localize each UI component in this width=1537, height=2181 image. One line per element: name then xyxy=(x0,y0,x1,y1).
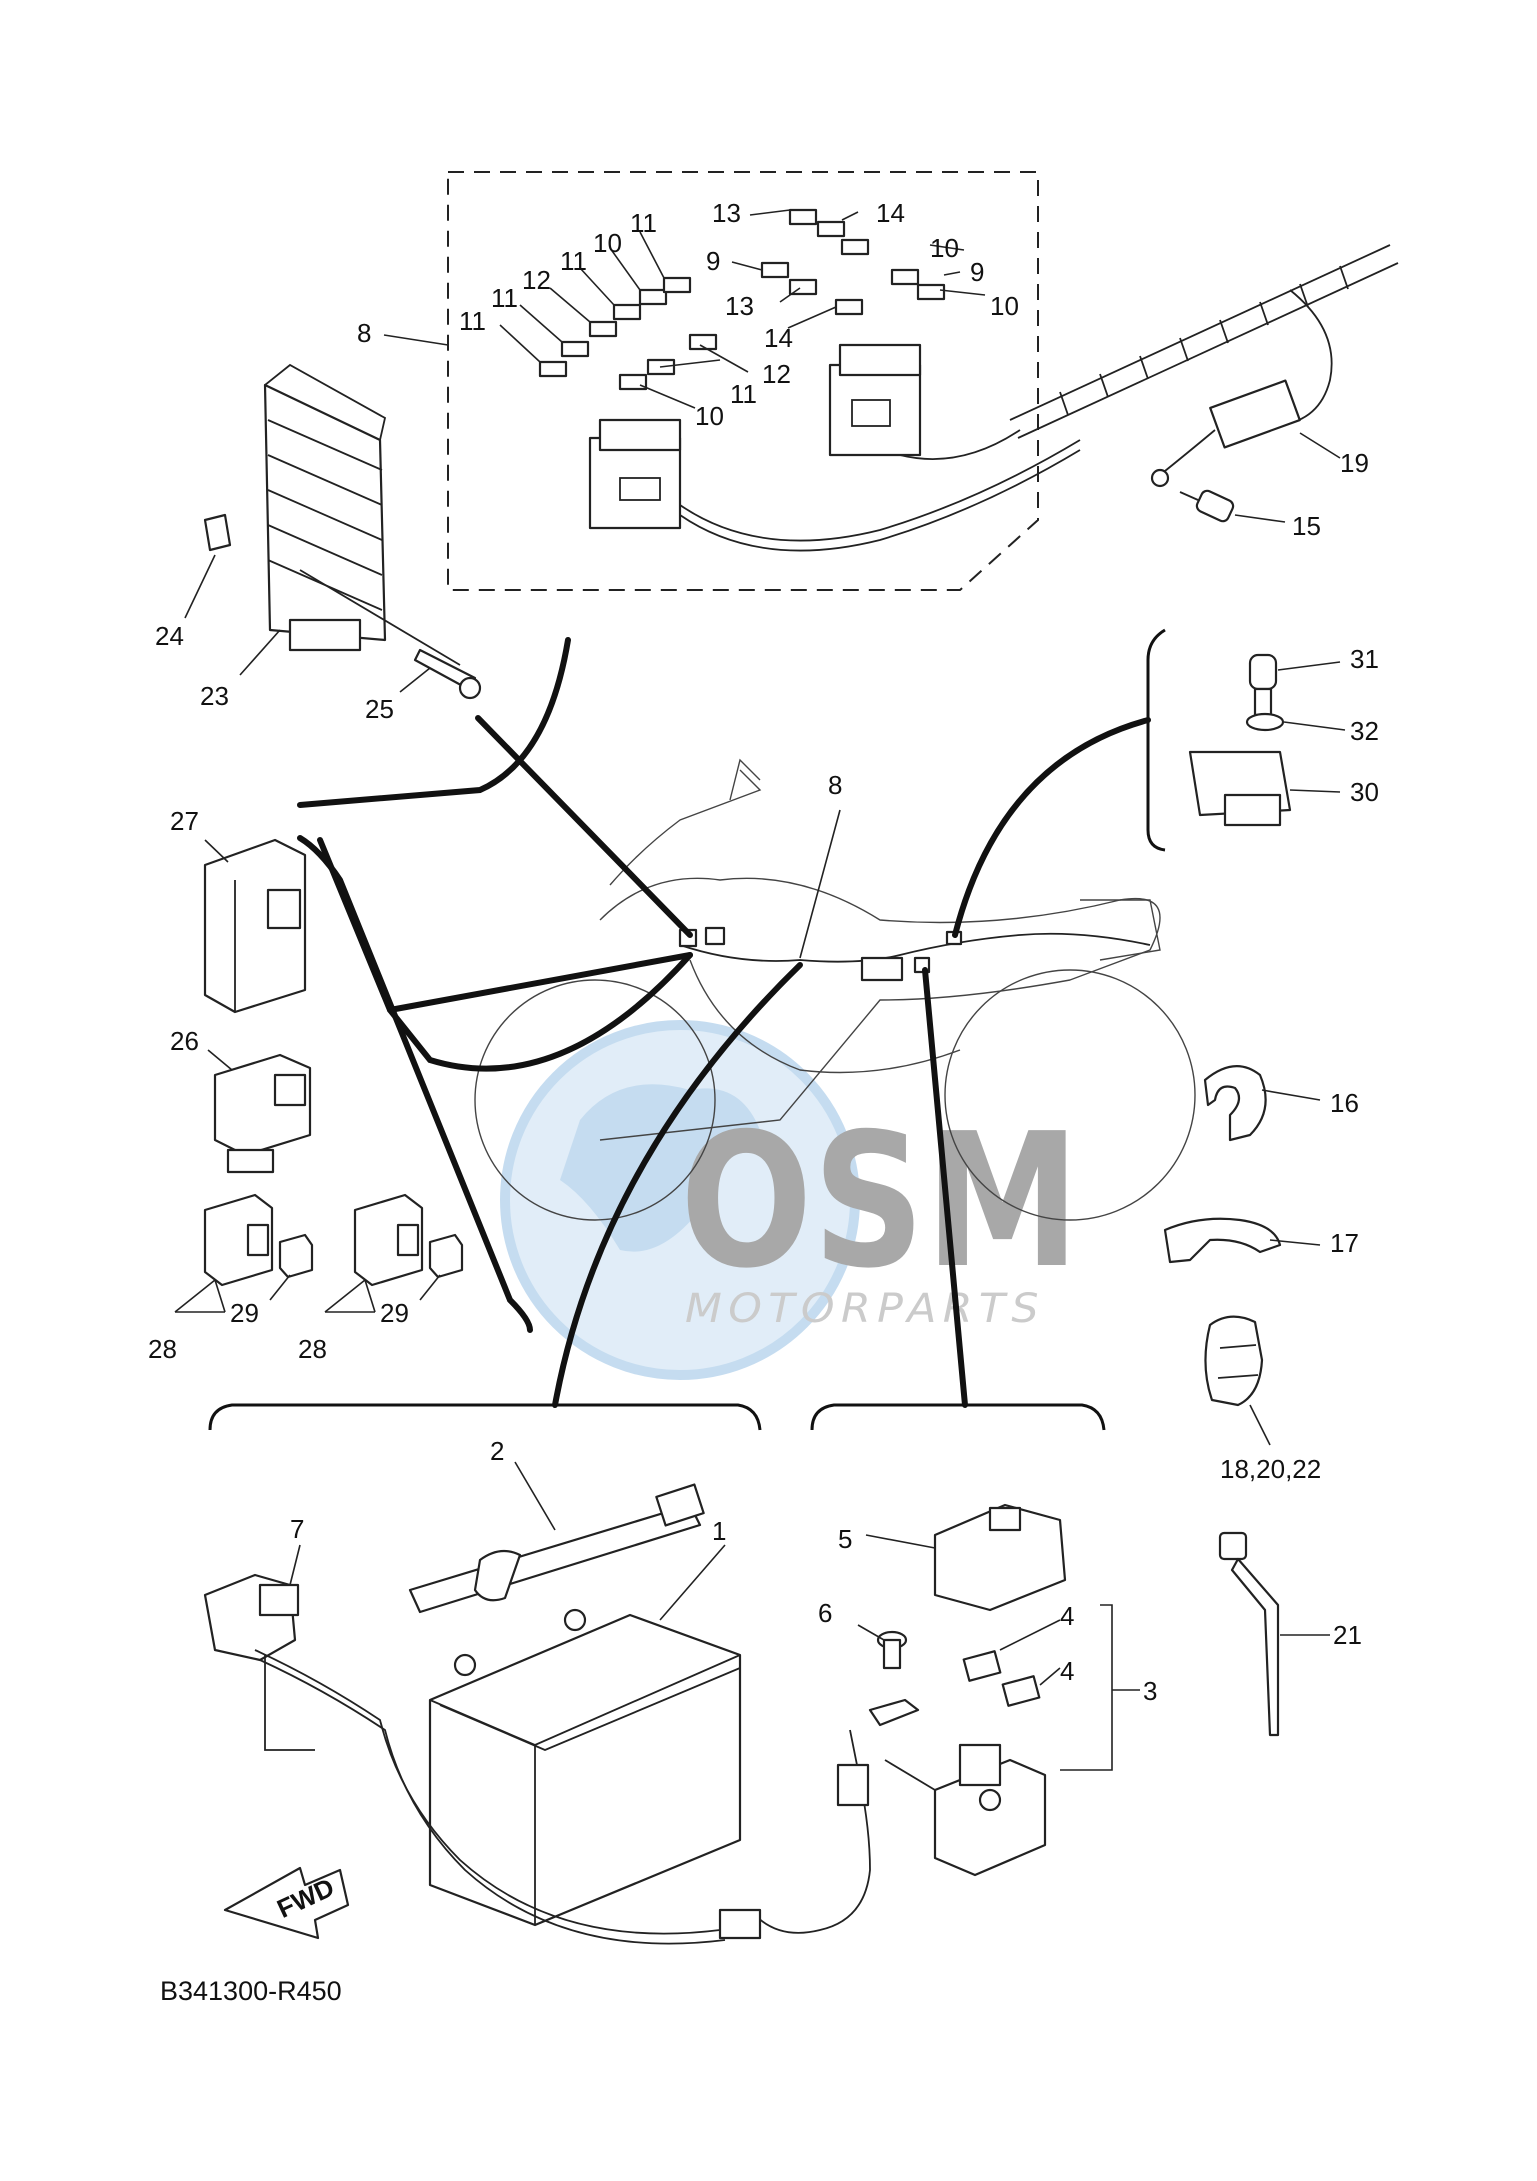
callout-4: 4 xyxy=(1060,1601,1074,1631)
callout-10: 10 xyxy=(695,401,724,431)
callout-19: 19 xyxy=(1340,448,1369,478)
watermark-brand: OSM xyxy=(680,1093,1080,1309)
part-26-relay: 26 xyxy=(170,1026,312,1174)
fuse-box-wire xyxy=(679,439,1081,542)
callout-14: 14 xyxy=(764,323,793,353)
callout-11: 11 xyxy=(459,306,486,336)
spiral-harness xyxy=(1009,244,1391,421)
callout-32: 32 xyxy=(1350,716,1379,746)
osm-motorparts-watermark: OSM MOTORPARTS xyxy=(500,1020,1080,1380)
watermark-globe-landmass xyxy=(560,1084,760,1252)
callout-21: 21 xyxy=(1333,1620,1362,1650)
part-6-bolt: 6 xyxy=(718,1598,920,1940)
callout-11: 11 xyxy=(560,246,587,276)
part-30-sensor: 30 xyxy=(1188,750,1379,827)
part-24-clip: 24 xyxy=(155,513,232,651)
callout-2: 2 xyxy=(490,1436,504,1466)
fwd-arrow: FWD xyxy=(223,1866,350,1940)
callout-28: 28 xyxy=(148,1334,177,1364)
fuse-box-assembly-group: 8 11 11 12 11 10 11 13 14 10 9 9 13 10 1… xyxy=(357,171,1399,591)
part-2-battery-band: 2 xyxy=(408,1436,705,1614)
callout-23: 23 xyxy=(200,681,229,711)
callout-5: 5 xyxy=(838,1524,852,1554)
callout-3: 3 xyxy=(1143,1676,1157,1706)
fuse-box-right xyxy=(828,343,922,457)
callout-4: 4 xyxy=(1060,1656,1074,1686)
part-15-screw: 15 xyxy=(1179,489,1321,541)
callout-18-20-22: 18,20,22 xyxy=(1220,1454,1321,1484)
part-1-battery: 1 xyxy=(428,1516,742,1927)
watermark-sub: MOTORPARTS xyxy=(685,1286,1045,1332)
fuse-box-left xyxy=(588,418,682,530)
motorcycle-outline: 8 xyxy=(474,758,1196,1221)
part-4-fuse-a xyxy=(962,1650,1002,1682)
callout-29: 29 xyxy=(230,1298,259,1328)
callout-30: 30 xyxy=(1350,777,1379,807)
part-31-bolt: 31 xyxy=(1248,644,1379,717)
part-23-rectifier-regulator: 23 xyxy=(200,363,387,711)
callout-7: 7 xyxy=(290,1514,304,1544)
callout-10: 10 xyxy=(990,291,1019,321)
callout-25: 25 xyxy=(365,694,394,724)
part-18-20-22-clamp: 18,20,22 xyxy=(1204,1315,1321,1484)
part-28-29-pair-left: 29 28 xyxy=(148,1193,314,1364)
part-19-sensor: 19 xyxy=(1150,289,1369,488)
callout-29: 29 xyxy=(380,1298,409,1328)
callout-17: 17 xyxy=(1330,1228,1359,1258)
callout-15: 15 xyxy=(1292,511,1321,541)
callout-6: 6 xyxy=(818,1598,832,1628)
callout-26: 26 xyxy=(170,1026,199,1056)
callout-9: 9 xyxy=(970,257,984,287)
part-5-cover: 5 xyxy=(838,1503,1067,1612)
callout-28: 28 xyxy=(298,1334,327,1364)
group-connector-lines xyxy=(208,637,1151,1431)
fuse-set xyxy=(538,208,946,391)
part-27-relay: 27 xyxy=(170,806,307,1014)
part-28-29-pair-right: 30 29 28 xyxy=(298,1193,464,1364)
part-21-cable-tie: 23 24 23 21 23 23 23 21 xyxy=(1218,1531,1362,1737)
callout-16: 16 xyxy=(1330,1088,1359,1118)
callout-13: 13 xyxy=(725,291,754,321)
part-30-31-32-group: 31 32 30 xyxy=(1146,628,1379,852)
part-3-starter-relay: 4 4 4 3 xyxy=(884,1601,1157,1877)
callout-9: 9 xyxy=(706,246,720,276)
callout-24: 24 xyxy=(155,621,184,651)
callout-8: 8 xyxy=(828,770,842,800)
callout-11: 11 xyxy=(730,379,757,409)
callout-1: 1 xyxy=(712,1516,726,1546)
callout-8: 8 xyxy=(357,318,371,348)
drawing-code: B341300-R450 xyxy=(160,1976,342,2006)
callout-11: 11 xyxy=(630,208,657,238)
callout-12: 12 xyxy=(762,359,791,389)
part-25-bolt: 25 xyxy=(299,569,482,724)
callout-27: 27 xyxy=(170,806,199,836)
part-16-clamp: 16 xyxy=(1203,1065,1359,1142)
callout-10: 10 xyxy=(930,233,959,263)
callout-31: 31 xyxy=(1350,644,1379,674)
fuse-box-dashed-outline xyxy=(447,171,1039,591)
callout-12: 12 xyxy=(522,265,551,295)
callout-11: 11 xyxy=(491,283,518,313)
part-7-battery-cable: 7 xyxy=(203,1514,726,1945)
callout-14: 14 xyxy=(876,198,905,228)
part-4-fuse-b xyxy=(1001,1675,1041,1707)
part-17-clamp: 17 xyxy=(1163,1217,1359,1264)
part-32-washer: 32 xyxy=(1245,712,1379,746)
callout-13: 13 xyxy=(712,198,741,228)
callout-10: 10 xyxy=(593,228,622,258)
